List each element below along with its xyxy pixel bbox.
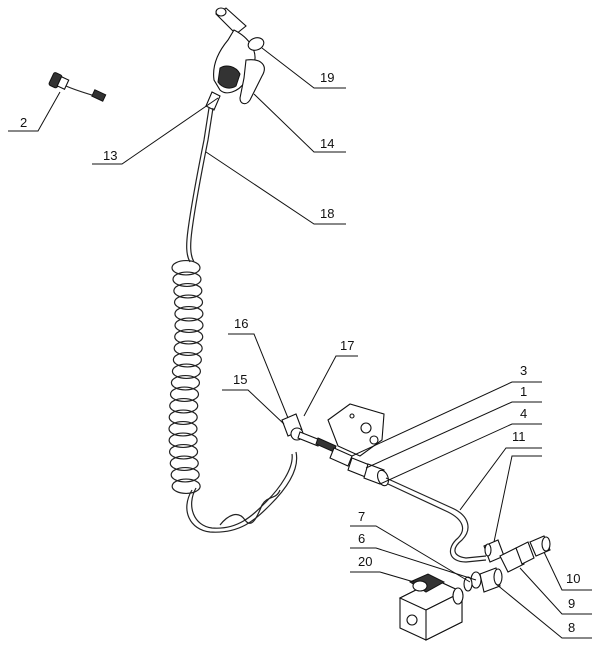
callout-label-4: 4 — [520, 406, 527, 421]
callout-6: 6 — [350, 531, 477, 581]
coil-loop — [169, 455, 199, 472]
part-coiled-hose — [168, 259, 298, 533]
callout-15: 15 — [222, 372, 285, 425]
callout-11: 11 — [459, 429, 542, 511]
part-6-7-8-fittings — [463, 567, 503, 593]
callout-11b — [493, 455, 542, 543]
callout-label-16: 16 — [234, 316, 248, 331]
callout-7: 7 — [350, 509, 471, 583]
callout-4: 4 — [379, 406, 542, 485]
callout-8: 8 — [495, 583, 592, 639]
coil-loop — [174, 305, 204, 322]
callout-label-10: 10 — [566, 571, 580, 586]
part-blow-gun — [205, 7, 265, 111]
callout-label-14: 14 — [320, 136, 334, 151]
callout-label-20: 20 — [358, 554, 372, 569]
callout-label-1: 1 — [520, 384, 527, 399]
coil-loop — [173, 294, 204, 311]
callout-label-18: 18 — [320, 206, 334, 221]
callout-9: 9 — [519, 567, 592, 615]
callout-label-6: 6 — [358, 531, 365, 546]
callout-1: 1 — [365, 384, 542, 469]
coil-loop — [172, 351, 202, 368]
part-15-16-17-fittings — [281, 413, 337, 453]
callout-2: 2 — [8, 91, 61, 132]
coil-loop — [171, 259, 201, 276]
part-18-hose — [186, 107, 210, 263]
callout-label-8: 8 — [568, 620, 575, 635]
callout-19: 19 — [261, 47, 346, 89]
callout-label-15: 15 — [233, 372, 247, 387]
callout-label-2: 2 — [20, 115, 27, 130]
coil-loop — [169, 386, 200, 403]
coil-loop — [169, 397, 199, 414]
callout-10: 10 — [543, 551, 592, 591]
coil-loop — [168, 420, 198, 437]
callout-label-19: 19 — [320, 70, 334, 85]
part-11-tube — [385, 477, 487, 559]
part-9-10-tee — [483, 535, 551, 573]
coil-loop — [173, 340, 203, 357]
coil-loop — [168, 443, 199, 460]
coil-loop — [174, 328, 204, 345]
callout-13: 13 — [92, 97, 219, 165]
coil-loop — [168, 409, 198, 426]
callout-label-13: 13 — [103, 148, 117, 163]
callout-17: 17 — [303, 338, 358, 417]
coil-loop — [171, 478, 201, 495]
coil-loop — [170, 466, 200, 483]
callout-14: 14 — [253, 93, 346, 153]
coil-loop — [173, 282, 203, 299]
callout-3: 3 — [351, 363, 542, 457]
callout-label-11: 11 — [512, 429, 526, 444]
part-20-valve — [398, 573, 464, 641]
callout-16: 16 — [228, 316, 289, 419]
callout-20: 20 — [350, 554, 415, 583]
part-bracket — [327, 403, 385, 457]
coil-loop — [172, 271, 202, 288]
callout-label-17: 17 — [340, 338, 354, 353]
coil-loop — [171, 363, 202, 380]
coil-loop — [174, 317, 204, 334]
callout-label-9: 9 — [568, 596, 575, 611]
coil-loop — [168, 432, 198, 449]
callout-label-3: 3 — [520, 363, 527, 378]
callout-18: 18 — [205, 151, 346, 225]
callout-label-7: 7 — [358, 509, 365, 524]
part-2-connector — [48, 72, 107, 102]
coil-loop — [170, 374, 201, 391]
